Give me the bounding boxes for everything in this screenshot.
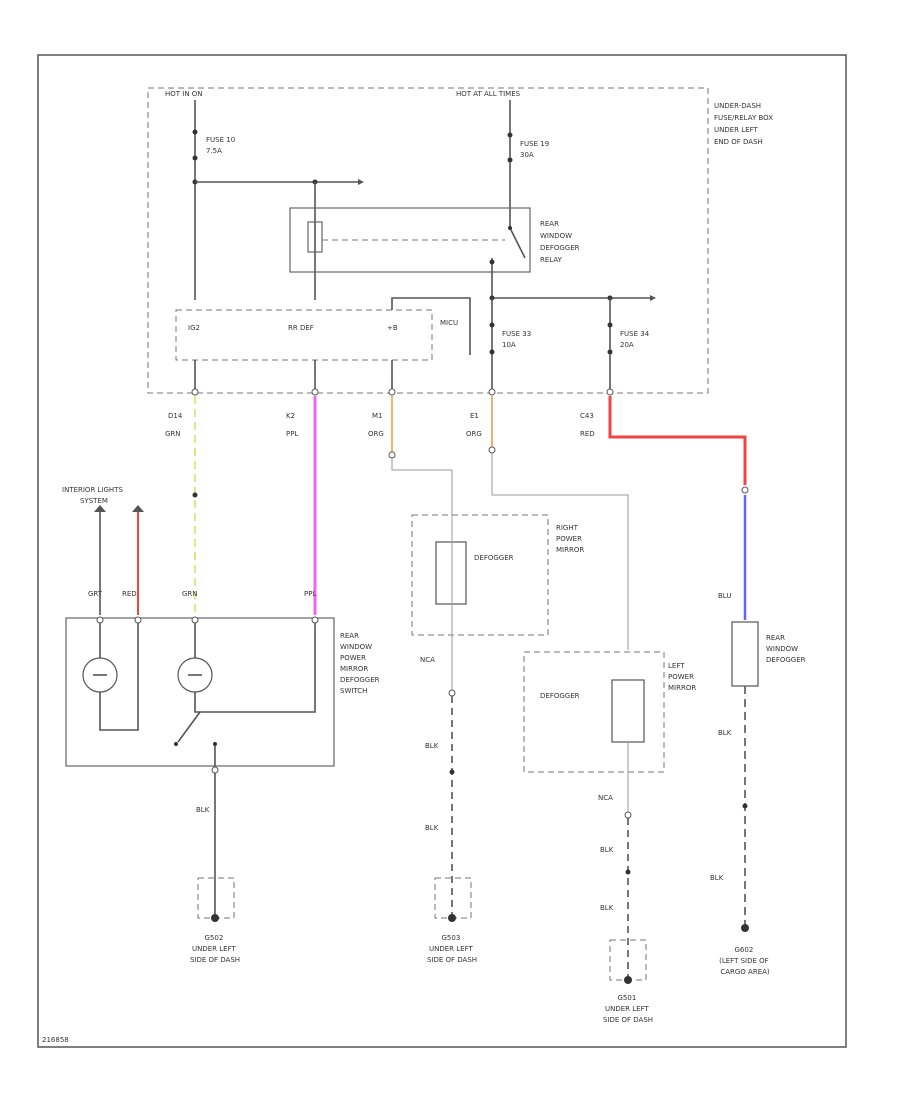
left-mirror-defogger-label: DEFOGGER xyxy=(540,692,580,700)
ground-g602: G602 (LEFT SIDE OF CARGO AREA) xyxy=(719,946,771,976)
wire-blu-label: BLU xyxy=(718,592,731,600)
hot-at-all-times-label: HOT AT ALL TIMES xyxy=(456,90,521,98)
micu-pin-b: +B xyxy=(387,324,398,332)
connector-m1: M1 xyxy=(372,412,383,420)
switch-contact xyxy=(174,711,217,768)
left-mirror-heater xyxy=(611,679,645,743)
fuse-10: FUSE 10 7.5A xyxy=(192,100,237,300)
wire-org-1: ORG xyxy=(368,430,384,438)
rear-defogger-label: REAR WINDOW DEFOGGER xyxy=(766,634,806,664)
rear-defogger-element xyxy=(731,621,759,687)
fuse-relay-box xyxy=(147,87,709,394)
right-mirror-heater xyxy=(435,541,467,605)
wire-nca-label-1: NCA xyxy=(420,656,435,664)
micu-pin-ig2: IG2 xyxy=(188,324,200,332)
wire-blk-label-1: BLK xyxy=(196,806,210,814)
wire-blk-label-3: BLK xyxy=(425,824,439,832)
fuse-box-label: UNDER-DASH FUSE/RELAY BOX UNDER LEFT END… xyxy=(714,102,775,146)
defogger-switch-box xyxy=(65,617,335,767)
fuse-33: FUSE 33 10A xyxy=(489,298,533,390)
wire-grt-label: GRT xyxy=(88,590,103,598)
fuse-34-label: FUSE 34 20A xyxy=(620,330,651,349)
defogger-relay-box xyxy=(289,207,531,273)
indicator-lamp-2 xyxy=(177,623,316,713)
wire-blk-label-5: BLK xyxy=(600,904,614,912)
left-mirror-label: LEFT POWER MIRROR xyxy=(668,662,696,692)
right-mirror-label: RIGHT POWER MIRROR xyxy=(556,524,584,554)
wire-grn-label-2: GRN xyxy=(182,590,198,598)
relay-label: REAR WINDOW DEFOGGER RELAY xyxy=(540,220,582,264)
wire-nca-label-2: NCA xyxy=(598,794,613,802)
fuse-33-label: FUSE 33 10A xyxy=(502,330,533,349)
wire-ppl-label-2: PPL xyxy=(304,590,316,598)
wire-blk-label-2: BLK xyxy=(425,742,439,750)
wire-grn-1: GRN xyxy=(165,430,181,438)
right-mirror-defogger-label: DEFOGGER xyxy=(474,554,514,562)
micu-pin-rrdef: RR DEF xyxy=(288,324,314,332)
fuse-19-label: FUSE 19 30A xyxy=(520,140,551,159)
micu-label: MICU xyxy=(440,319,458,327)
fuse-10-label: FUSE 10 7.5A xyxy=(206,136,237,155)
micu-box xyxy=(175,309,433,361)
indicator-lamp-1 xyxy=(82,623,139,731)
interior-lights-label: INTERIOR LIGHTS SYSTEM xyxy=(62,486,125,505)
connector-c43: C43 xyxy=(580,412,594,420)
ground-g502: G502 UNDER LEFT SIDE OF DASH xyxy=(190,934,240,964)
figure-id: 216858 xyxy=(42,1036,69,1044)
connector-k2: K2 xyxy=(286,412,295,420)
right-mirror-box xyxy=(411,514,549,636)
fuse-34: FUSE 34 20A xyxy=(607,298,651,390)
switch-label: REAR WINDOW POWER MIRROR DEFOGGER SWITCH xyxy=(340,632,382,695)
wire-red-label-2: RED xyxy=(122,590,137,598)
wire-blk-label-7: BLK xyxy=(710,874,724,882)
ground-g501: G501 UNDER LEFT SIDE OF DASH xyxy=(603,994,653,1024)
diagram-frame xyxy=(37,54,847,1048)
wire-blk-label-6: BLK xyxy=(718,729,732,737)
wire-red-1: RED xyxy=(580,430,595,438)
wire-org-2: ORG xyxy=(466,430,482,438)
hot-in-on-label: HOT IN ON xyxy=(165,90,203,98)
wire-red-c43 xyxy=(608,396,747,485)
left-mirror-box xyxy=(523,651,665,773)
connector-e1: E1 xyxy=(470,412,479,420)
fuse-19: FUSE 19 30A xyxy=(507,100,551,210)
wire-blk-label-4: BLK xyxy=(600,846,614,854)
wire-ppl-1: PPL xyxy=(286,430,298,438)
connector-d14: D14 xyxy=(168,412,183,420)
ground-g503: G503 UNDER LEFT SIDE OF DASH xyxy=(427,934,477,964)
